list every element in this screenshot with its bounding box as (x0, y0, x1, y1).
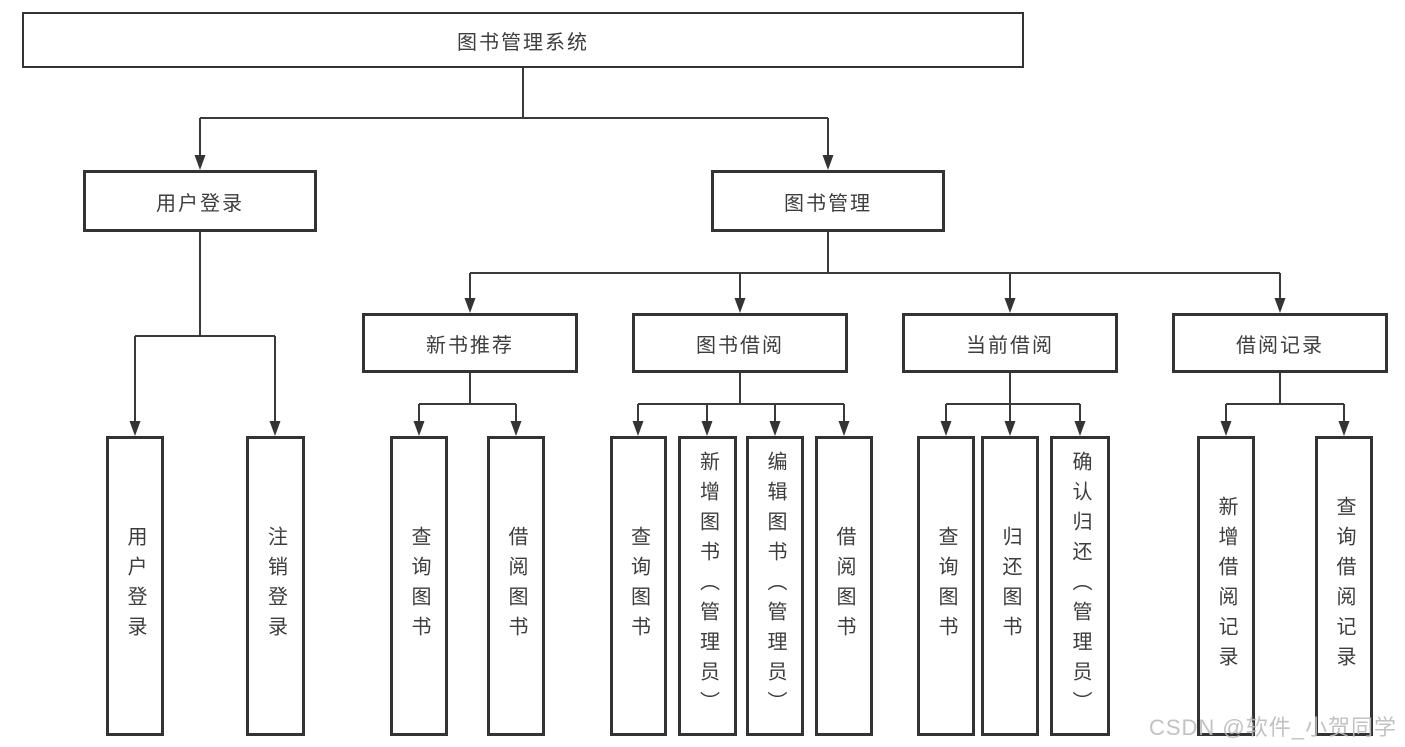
node-borrow-record: 借阅记录 (1172, 313, 1388, 373)
arrow-down-icon (838, 421, 850, 436)
node-new-book-recommend: 新书推荐 (362, 313, 578, 373)
edge-book-borrow-to-leaves (637, 373, 845, 422)
leaf-edit-book-admin: 编辑图书（管理员） (746, 436, 804, 736)
leaf-borrow-book-1: 借阅图书 (487, 436, 545, 736)
arrow-down-icon (1274, 298, 1286, 313)
leaf-add-book-admin: 新增图书（管理员） (678, 436, 737, 736)
leaf-add-borrow-record: 新增借阅记录 (1197, 436, 1255, 736)
arrow-down-icon (269, 421, 281, 436)
arrowheads (129, 155, 1350, 436)
node-label: 借阅记录 (1236, 334, 1324, 357)
node-label: 新书推荐 (426, 334, 514, 357)
node-label: 注销登录 (264, 526, 287, 646)
arrow-down-icon (940, 421, 952, 436)
arrow-down-icon (510, 421, 522, 436)
leaf-query-borrow-record: 查询借阅记录 (1315, 436, 1373, 736)
node-book-mgmt: 图书管理 (711, 170, 945, 232)
node-current-borrow: 当前借阅 (902, 313, 1118, 373)
node-book-borrow: 图书借阅 (632, 313, 848, 373)
leaf-return-book: 归还图书 (981, 436, 1039, 736)
arrow-down-icon (1004, 421, 1016, 436)
node-label: 图书借阅 (696, 334, 784, 357)
edge-book-mgmt-to-level3 (469, 232, 1281, 299)
leaf-query-book-1: 查询图书 (390, 436, 448, 736)
arrow-down-icon (822, 155, 834, 170)
arrow-down-icon (464, 298, 476, 313)
node-label: 图书管理 (784, 192, 872, 215)
node-label: 编辑图书（管理员） (764, 451, 786, 721)
node-label: 新增图书（管理员） (696, 451, 719, 721)
arrow-down-icon (1074, 421, 1086, 436)
node-label: 用户登录 (156, 192, 244, 215)
node-label: 查询借阅记录 (1333, 496, 1355, 676)
node-label: 借阅图书 (505, 526, 527, 646)
arrow-down-icon (1004, 298, 1016, 313)
edge-current-borrow-to-leaves (945, 373, 1081, 422)
arrow-down-icon (413, 421, 425, 436)
arrow-down-icon (701, 421, 713, 436)
leaf-query-book-2: 查询图书 (610, 436, 667, 736)
node-label: 图书管理系统 (457, 31, 589, 54)
node-label: 借阅图书 (833, 526, 855, 646)
leaf-query-book-3: 查询图书 (917, 436, 975, 736)
arrow-down-icon (769, 421, 781, 436)
edge-borrow-record-to-leaves (1225, 373, 1345, 422)
node-label: 确认归还（管理员） (1069, 451, 1091, 721)
node-label: 归还图书 (999, 526, 1021, 646)
node-label: 新增借阅记录 (1215, 496, 1237, 676)
leaf-logout: 注销登录 (246, 436, 305, 736)
node-label: 查询图书 (935, 526, 957, 646)
node-label: 查询图书 (627, 526, 650, 646)
node-label: 当前借阅 (966, 334, 1054, 357)
leaf-user-login: 用户登录 (106, 436, 164, 736)
arrow-down-icon (1220, 421, 1232, 436)
arrow-down-icon (734, 298, 746, 313)
edge-root-to-level2 (199, 68, 829, 156)
node-label: 查询图书 (408, 526, 430, 646)
edge-new-book-rec-to-leaves (418, 373, 517, 422)
arrow-down-icon (129, 421, 141, 436)
leaf-borrow-book-2: 借阅图书 (815, 436, 873, 736)
csdn-watermark: CSDN @软件_小贺同学 (1148, 715, 1397, 740)
arrow-down-icon (1338, 421, 1350, 436)
node-label: 用户登录 (124, 526, 146, 646)
arrow-down-icon (194, 155, 206, 170)
edge-user-login-to-leaves (134, 232, 276, 422)
leaf-confirm-return-admin: 确认归还（管理员） (1050, 436, 1110, 736)
node-root-system: 图书管理系统 (22, 12, 1024, 68)
arrow-down-icon (632, 421, 644, 436)
node-user-login: 用户登录 (83, 170, 317, 232)
